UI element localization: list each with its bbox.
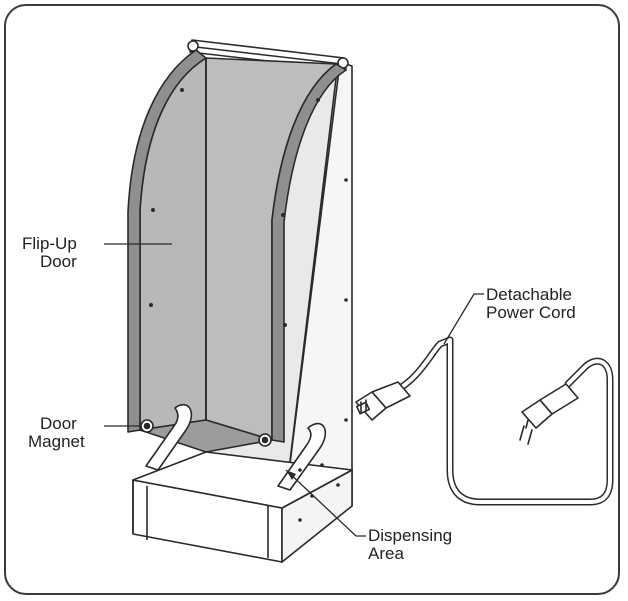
- label-dispensing-area: Dispensing Area: [368, 527, 452, 563]
- leader-dispensing-area: [285, 469, 366, 537]
- power-cord: [355, 336, 614, 506]
- label-dispensing-area-line1: Dispensing: [368, 526, 453, 545]
- guide-handle-left: [145, 403, 193, 471]
- label-door-magnet-line1: Door: [40, 414, 77, 433]
- label-power-cord-line1: Detachable: [486, 285, 573, 304]
- label-door-magnet-line2: Magnet: [28, 432, 85, 451]
- label-power-cord-line2: Power Cord: [486, 303, 576, 322]
- label-dispensing-area-line2: Area: [368, 544, 404, 563]
- door-rail-right: [271, 63, 347, 443]
- dispenser-cabinet: [127, 39, 353, 563]
- leader-power-cord: [443, 293, 484, 345]
- label-detachable-power-cord: Detachable Power Cord: [486, 286, 576, 322]
- label-flip-up-door: Flip-Up Door: [22, 235, 77, 271]
- leader-lines: [104, 243, 484, 537]
- label-door-magnet: Door Magnet: [28, 414, 85, 451]
- label-flip-up-door-line1: Flip-Up: [22, 234, 77, 253]
- diagram-frame: [4, 4, 620, 595]
- label-flip-up-door-line2: Door: [39, 252, 77, 271]
